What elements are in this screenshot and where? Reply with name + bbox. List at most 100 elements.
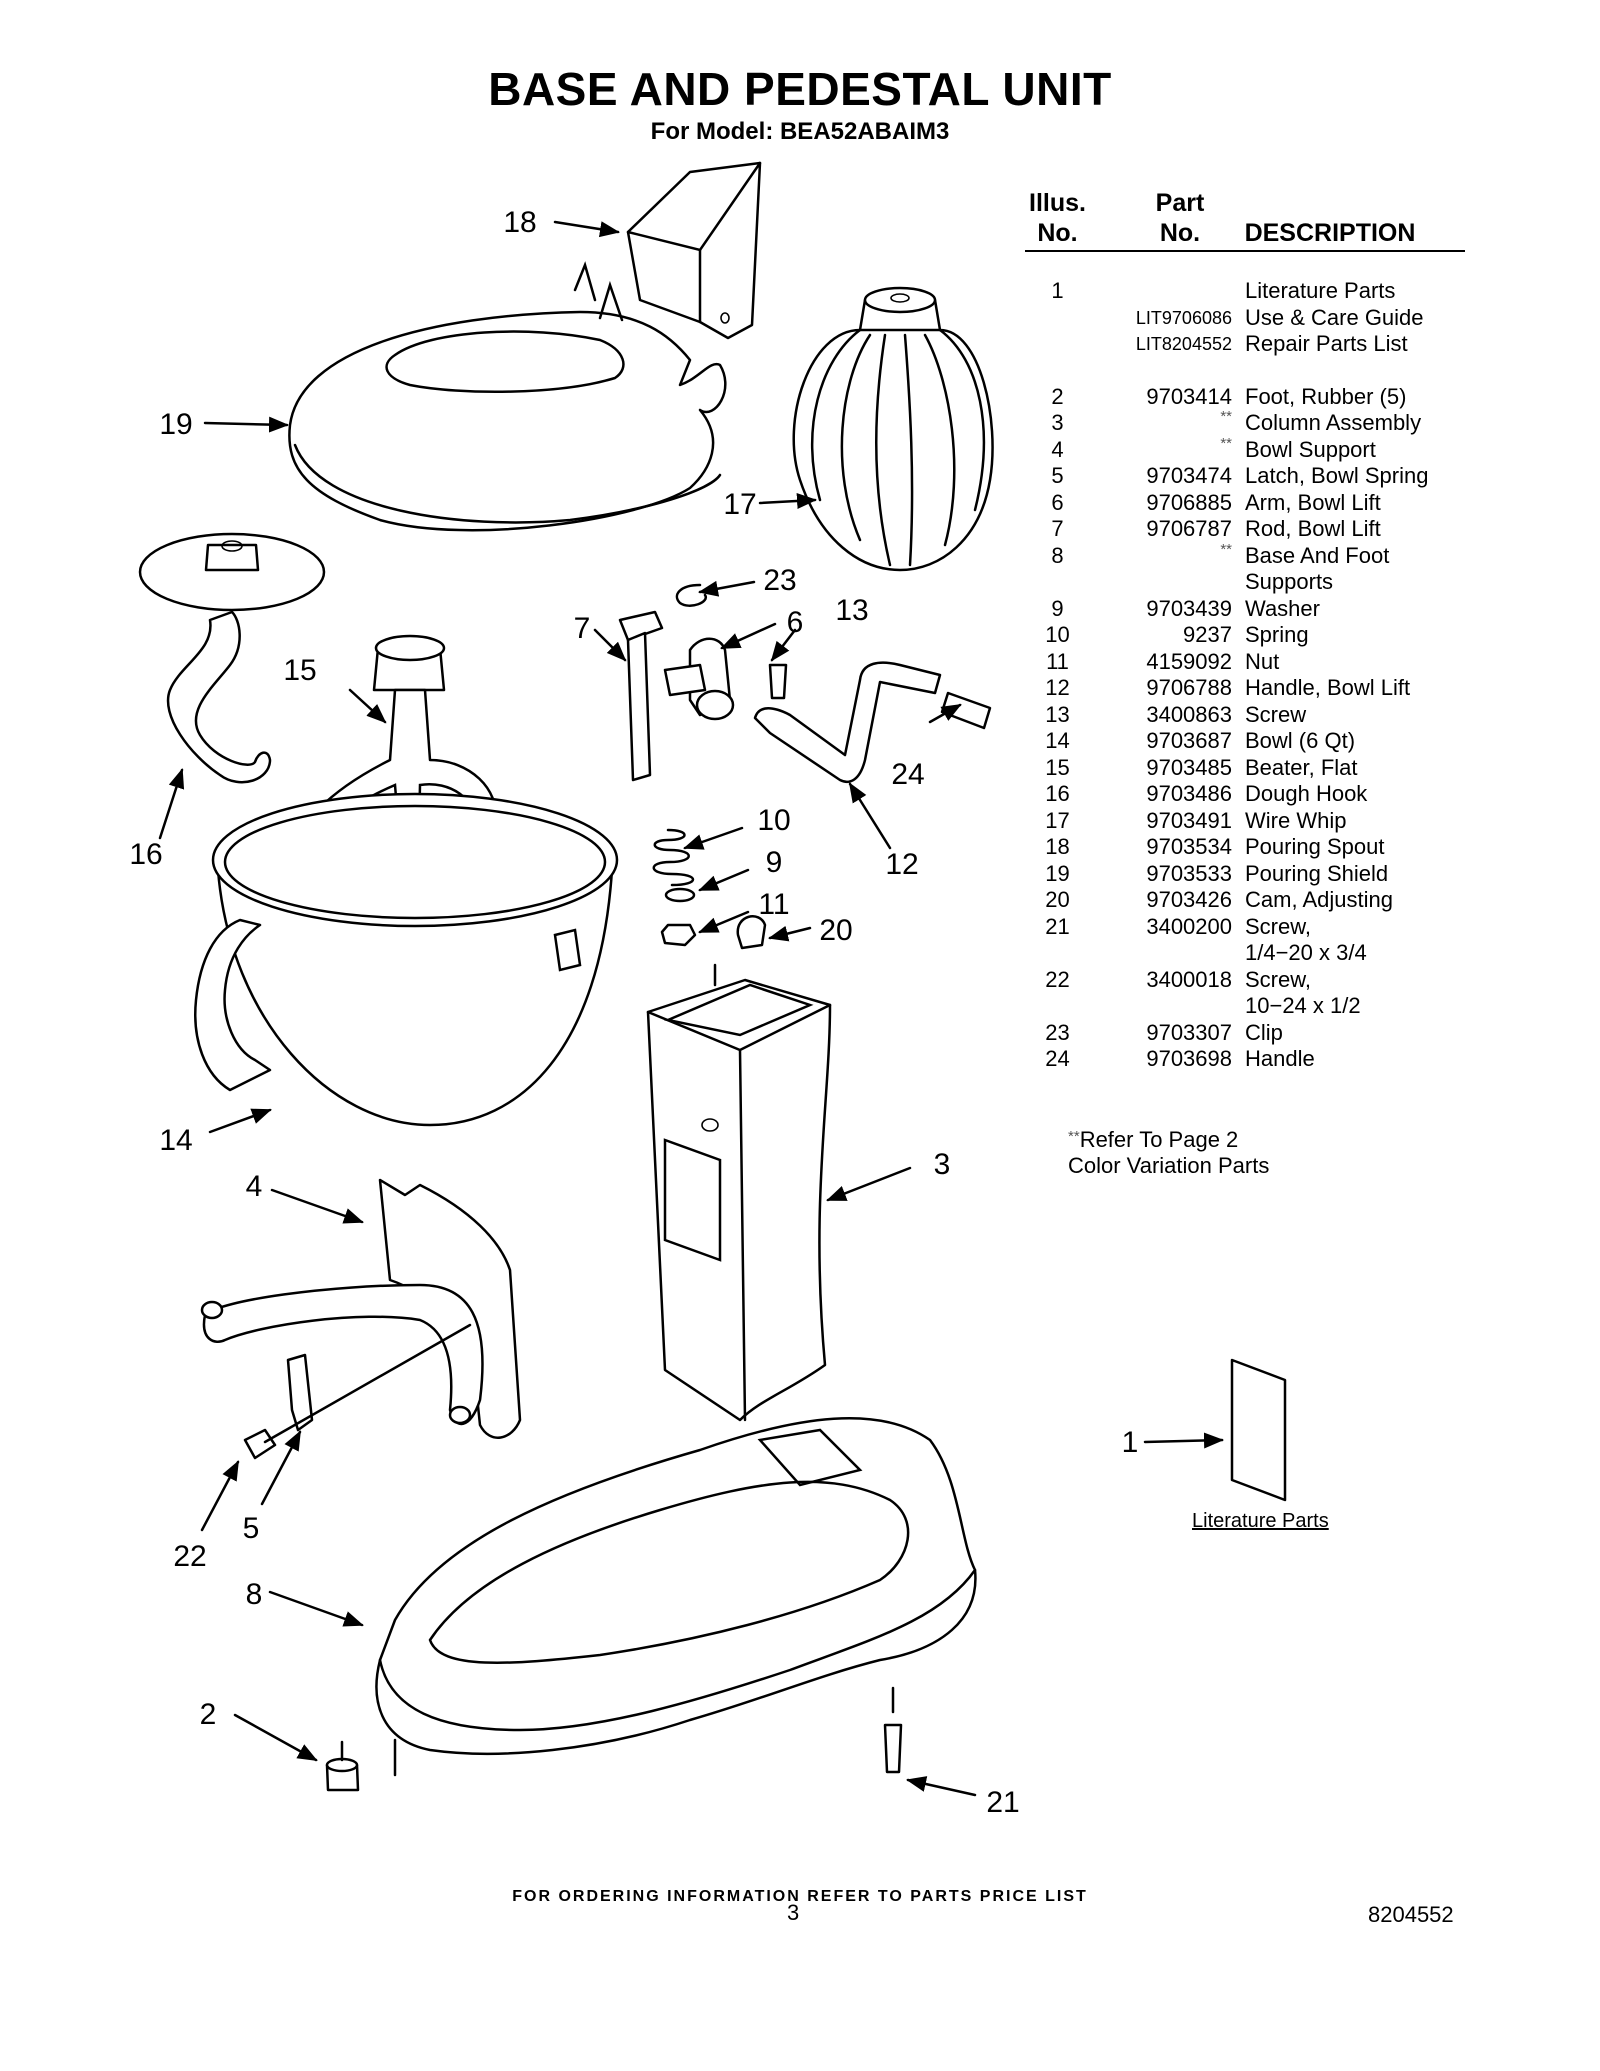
part-number: 3400200: [1146, 913, 1232, 939]
col-part-bottom: No.: [1159, 219, 1201, 247]
illus-number: 20: [1045, 887, 1070, 912]
base-drawing: [375, 1416, 977, 1755]
rubber-foot-drawing: [325, 1738, 397, 1792]
table-row: 6 9706885 Arm, Bowl Lift: [1025, 490, 1465, 517]
part-description: Handle, Bowl Lift: [1245, 675, 1411, 700]
bowl-drawing: [194, 792, 619, 1127]
page-title: BASE AND PEDESTAL UNIT: [488, 63, 1112, 115]
callout-4: 4: [246, 1170, 263, 1203]
table-header-rule: [1025, 250, 1465, 252]
color-variation-note: **Refer To Page 2 Color Variation Parts: [1068, 1124, 1269, 1179]
part-description: Supports: [1245, 569, 1334, 594]
part-description: Wire Whip: [1245, 807, 1347, 833]
part-number: 3400018: [1146, 966, 1232, 992]
table-row: 4**Bowl Support: [1025, 435, 1465, 464]
part-number: 9703426: [1146, 887, 1232, 912]
bowl-lift-rod-drawing: [618, 610, 664, 782]
spring-washer-nut-drawing: [652, 828, 697, 947]
callout-16: 16: [129, 838, 162, 871]
callout-6: 6: [787, 606, 804, 639]
model-subtitle: For Model: BEA52ABAIM3: [650, 118, 950, 145]
part-description: 1/4−20 x 3/4: [1245, 940, 1367, 965]
table-row: 3 ** Column Assembly: [1025, 408, 1465, 437]
callout-labels: 18 19 17 23 7 6 13 15 24 16 10 12 9 11 2…: [129, 206, 1138, 1819]
part-number: 9703687: [1146, 728, 1232, 753]
note-line-2: Color Variation Parts: [1068, 1153, 1270, 1178]
part-description: Arm, Bowl Lift: [1245, 489, 1381, 515]
illus-number: 24: [1045, 1046, 1070, 1071]
part-description: Use & Care Guide: [1245, 304, 1424, 330]
col-illus-bottom: No.: [1037, 219, 1078, 247]
callout-19: 19: [159, 408, 192, 441]
callout-22: 22: [173, 1540, 206, 1573]
callout-7: 7: [574, 612, 591, 645]
callout-2: 2: [200, 1698, 217, 1731]
callout-8: 8: [246, 1578, 263, 1611]
screw-22-drawing: [243, 1428, 277, 1460]
pouring-spout-drawing: [626, 161, 762, 340]
part-description: 10−24 x 1/2: [1245, 993, 1361, 1018]
part-description: Pouring Shield: [1245, 860, 1389, 886]
callout-5: 5: [243, 1512, 260, 1545]
callout-9: 9: [766, 846, 783, 879]
part-number: 9706788: [1146, 675, 1232, 700]
part-description: Base And Foot: [1245, 542, 1390, 568]
part-description: Literature Parts: [1245, 278, 1396, 303]
illus-number: 6: [1051, 489, 1064, 515]
part-description: Column Assembly: [1245, 410, 1422, 435]
table-row: LIT9706086 Use & Care Guide: [1025, 305, 1465, 332]
part-description: Handle: [1245, 1046, 1315, 1071]
illus-number: 9: [1051, 595, 1064, 621]
part-number: 9703439: [1146, 595, 1232, 621]
illus-number: 17: [1045, 807, 1070, 833]
part-number: 9703698: [1146, 1046, 1232, 1071]
part-number: LIT9706086: [1135, 307, 1232, 328]
part-description: Spring: [1245, 622, 1309, 647]
page-number: 3: [787, 1900, 800, 1925]
clip-drawing: [675, 583, 708, 607]
table-row: 1/4−20 x 3/4: [1025, 940, 1465, 967]
part-number: 9703534: [1146, 834, 1232, 859]
part-number: 9703474: [1146, 463, 1232, 488]
illus-number: 12: [1045, 675, 1070, 700]
part-number: 9706885: [1146, 489, 1232, 515]
illus-number: 3: [1051, 410, 1064, 435]
note-line-1: Refer To Page 2: [1079, 1127, 1239, 1152]
illus-number: 19: [1045, 860, 1070, 886]
part-number: 9706787: [1146, 516, 1232, 541]
part-description: Clip: [1245, 1019, 1283, 1045]
table-row: 8**Base And Foot: [1025, 541, 1465, 570]
adjusting-cam-drawing: [713, 915, 767, 987]
callout-15: 15: [283, 654, 316, 687]
part-description: Beater, Flat: [1245, 754, 1358, 780]
part-number: 9703486: [1146, 781, 1232, 806]
pouring-shield-drawing: [288, 261, 727, 532]
callout-13: 13: [835, 594, 868, 627]
part-description: Dough Hook: [1245, 781, 1368, 806]
wire-whip-drawing: [792, 286, 994, 572]
callout-12: 12: [885, 848, 918, 881]
callout-18: 18: [503, 206, 536, 239]
part-number: **: [1220, 408, 1232, 425]
illus-number: 18: [1045, 834, 1070, 859]
table-row: Supports: [1025, 569, 1465, 596]
illus-number: 1: [1051, 278, 1064, 303]
screw-21-drawing: [883, 1686, 903, 1774]
bowl-lift-handle-drawing: [753, 661, 942, 784]
table-row: 24 9703698 Handle: [1025, 1046, 1465, 1073]
callout-1: 1: [1122, 1426, 1139, 1459]
illus-number: 11: [1046, 648, 1069, 674]
part-description: Screw,: [1245, 913, 1312, 939]
illus-number: 14: [1045, 728, 1070, 753]
